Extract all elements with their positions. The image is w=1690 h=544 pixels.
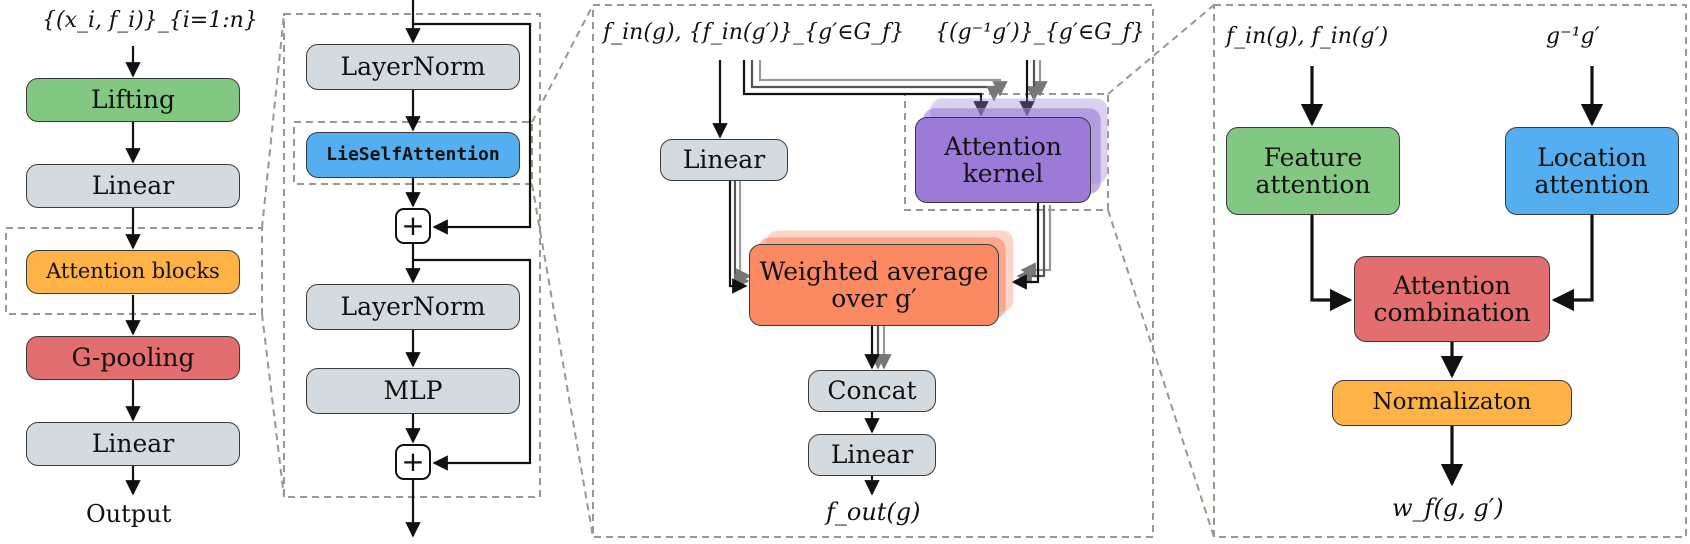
- linear-label-1: Linear: [91, 171, 175, 201]
- linear-box-3: Linear: [660, 139, 788, 181]
- attention-weight-output-label: w_f(g, g′): [1392, 494, 1504, 522]
- attention-blocks-label: Attention blocks: [46, 259, 220, 284]
- output-feature-label: f_out(g): [826, 498, 921, 526]
- feature-inputs-label: f_in(g), f_in(g′): [1226, 24, 1389, 49]
- lie-self-attention-box: LieSelfAttention: [306, 132, 520, 178]
- mlp-box: MLP: [306, 368, 520, 414]
- lie-self-attention-label: LieSelfAttention: [326, 144, 500, 166]
- linear-box-4: Linear: [808, 434, 936, 476]
- feature-attention-box: Feature attention: [1226, 127, 1400, 215]
- location-input-label: g⁻¹g′: [1546, 24, 1600, 49]
- lifting-label: Lifting: [91, 85, 175, 115]
- linear-label-4: Linear: [830, 440, 914, 470]
- linear-box-2: Linear: [26, 422, 240, 466]
- g-pooling-box: G-pooling: [26, 336, 240, 380]
- weighted-average-label-line2: over g′: [831, 284, 917, 313]
- dashed-frames: [5, 4, 1687, 538]
- attention-combination-box: Attention combination: [1354, 256, 1550, 342]
- lifting-box: Lifting: [26, 78, 240, 122]
- feature-attention-label-line1: Feature: [1263, 142, 1363, 172]
- input-point-cloud-label: {(x_i, f_i)}_{i=1:n}: [42, 8, 258, 33]
- layernorm-label-2: LayerNorm: [340, 292, 486, 322]
- linear-box-1: Linear: [26, 164, 240, 208]
- linear-label-3: Linear: [682, 145, 766, 175]
- attention-combination-label-line2: combination: [1373, 298, 1531, 327]
- location-attention-box: Location attention: [1505, 127, 1679, 215]
- weighted-average-label-line1: Weighted average: [759, 256, 989, 286]
- mlp-label: MLP: [383, 376, 443, 406]
- feature-attention-label-line2: attention: [1255, 170, 1371, 199]
- normalization-label: Normalizaton: [1372, 389, 1532, 416]
- output-label: Output: [86, 500, 172, 528]
- attention-kernel-box: Attention kernel: [915, 117, 1091, 203]
- weighted-average-box: Weighted average over g′: [749, 244, 999, 326]
- residual-add-1: +: [395, 208, 431, 244]
- concat-box: Concat: [808, 370, 936, 412]
- layernorm-box-1: LayerNorm: [306, 44, 520, 90]
- attention-kernel-label-line1: Attention: [944, 131, 1062, 161]
- layernorm-label-1: LayerNorm: [340, 52, 486, 82]
- g-pooling-label: G-pooling: [71, 343, 195, 373]
- attention-kernel-label-line2: kernel: [962, 159, 1044, 188]
- layernorm-box-2: LayerNorm: [306, 284, 520, 330]
- normalization-box: Normalizaton: [1332, 380, 1572, 426]
- location-attention-label-line1: Location: [1537, 142, 1647, 172]
- attention-blocks-box: Attention blocks: [26, 250, 240, 294]
- concat-label: Concat: [827, 376, 917, 406]
- location-attention-label-line2: attention: [1534, 170, 1650, 199]
- residual-add-2: +: [395, 444, 431, 480]
- attention-combination-label-line1: Attention: [1393, 270, 1511, 300]
- linear-label-2: Linear: [91, 429, 175, 459]
- input-locations-label: {(g⁻¹g′)}_{g′∈G_f}: [935, 20, 1145, 45]
- input-features-label: f_in(g), {f_in(g′)}_{g′∈G_f}: [603, 20, 905, 45]
